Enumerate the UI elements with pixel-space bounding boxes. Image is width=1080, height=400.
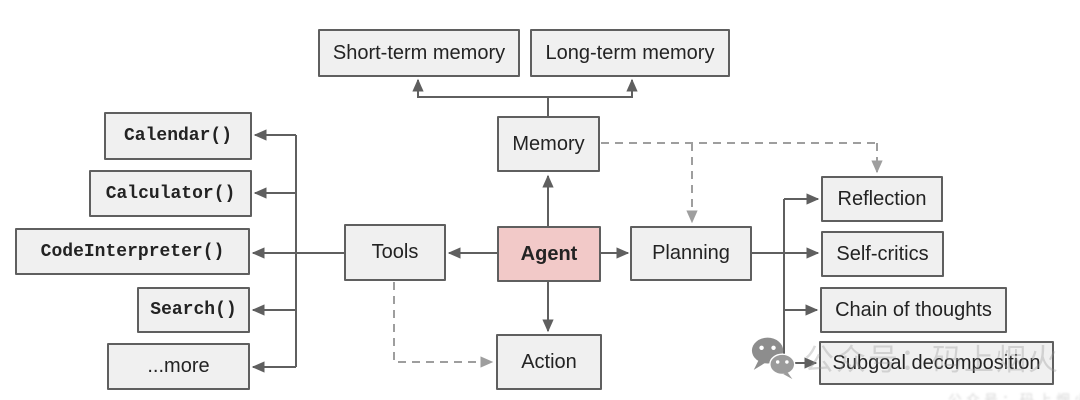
node-more: ...more xyxy=(107,343,250,390)
node-label: Search() xyxy=(150,300,237,320)
node-chain-of-thoughts: Chain of thoughts xyxy=(820,287,1007,333)
node-label: Calendar() xyxy=(123,126,233,146)
node-agent: Agent xyxy=(497,226,601,282)
node-label: Long-term memory xyxy=(545,41,715,64)
node-label: CodeInterpreter() xyxy=(40,241,225,262)
node-label: Planning xyxy=(652,242,730,264)
node-label: Reflection xyxy=(837,187,927,210)
node-calendar: Calendar() xyxy=(104,112,252,160)
node-label: Chain of thoughts xyxy=(835,298,992,321)
node-label: Memory xyxy=(512,132,585,155)
edge-tools-trunk xyxy=(295,135,344,367)
edge-planning-trunk xyxy=(752,199,785,363)
node-tools: Tools xyxy=(344,224,446,281)
edge-memory-fanout-trunk xyxy=(418,96,632,116)
node-action: Action xyxy=(496,334,602,390)
node-self-critics: Self-critics xyxy=(821,231,944,277)
node-long-term-memory: Long-term memory xyxy=(530,29,730,77)
watermark-fragment: 公众号：码上烟火 xyxy=(948,392,1080,400)
node-label: Subgoal decomposition xyxy=(832,351,1041,374)
node-label: Calculator() xyxy=(105,183,236,204)
node-subgoal-decomposition: Subgoal decomposition xyxy=(819,341,1054,385)
node-label: Agent xyxy=(520,242,578,265)
node-label: Tools xyxy=(371,241,419,263)
node-planning: Planning xyxy=(630,226,752,281)
edge-tools-to-action-dashed xyxy=(393,282,494,368)
node-search: Search() xyxy=(137,287,250,333)
node-short-term-memory: Short-term memory xyxy=(318,29,520,77)
node-memory: Memory xyxy=(497,116,600,172)
node-reflection: Reflection xyxy=(821,176,943,222)
node-code-interpreter: CodeInterpreter() xyxy=(15,228,250,275)
node-label: Short-term memory xyxy=(332,41,506,64)
node-label: Action xyxy=(521,350,577,373)
node-label: Self-critics xyxy=(836,242,929,265)
node-calculator: Calculator() xyxy=(89,170,252,217)
node-label: ...more xyxy=(147,355,210,377)
